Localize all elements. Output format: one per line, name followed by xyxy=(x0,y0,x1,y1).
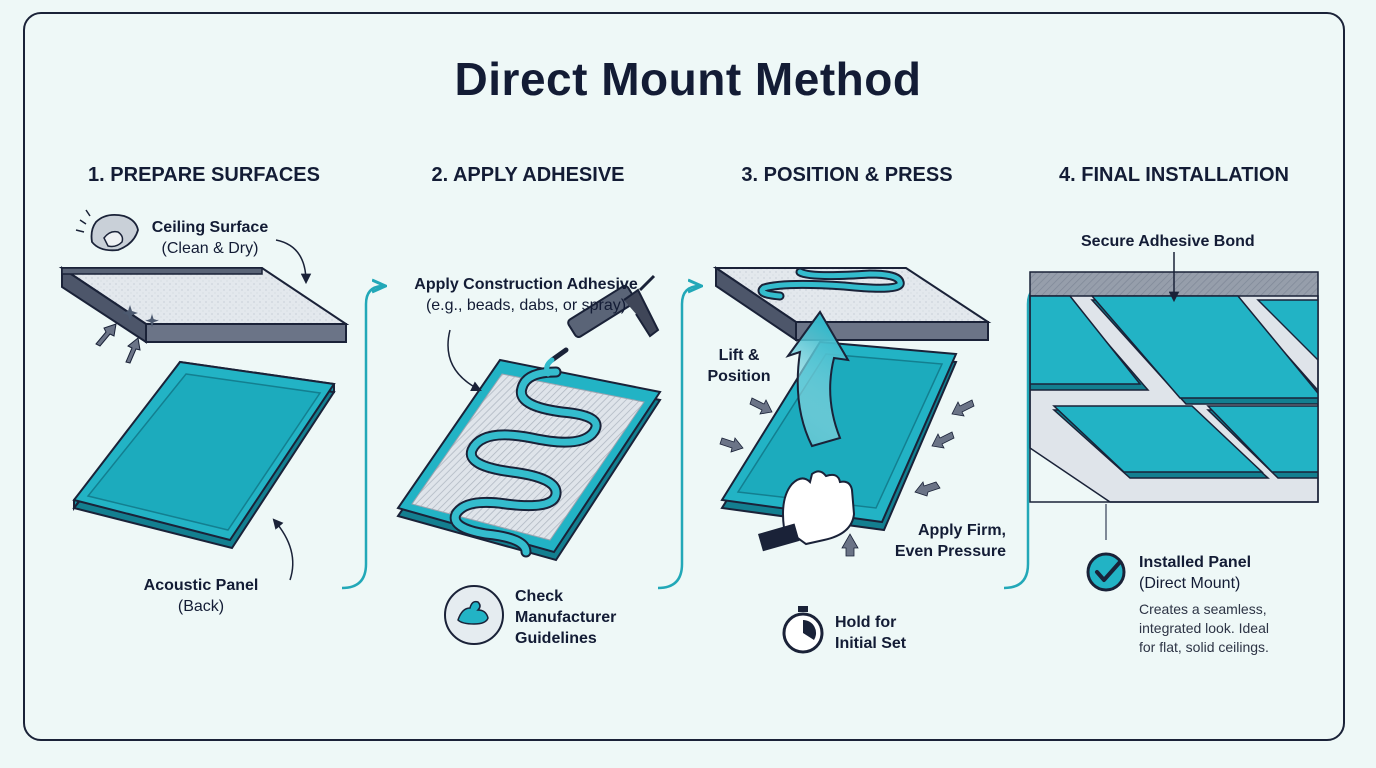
step1-title: 1. PREPARE SURFACES xyxy=(88,164,320,186)
step2-title: 2. APPLY ADHESIVE xyxy=(431,164,625,186)
step3-ceiling-slab xyxy=(712,266,992,342)
up-arrows-icon xyxy=(95,323,141,364)
adhesive-note-text: (e.g., beads, dabs, or spray) xyxy=(425,297,627,314)
apply-pressure-label: Apply Firm, Even Pressure xyxy=(866,520,1006,562)
panel-note-text: (Back) xyxy=(177,598,225,615)
ceiling-pointer-arrow xyxy=(275,239,312,285)
adhesive-drop-icon xyxy=(444,585,504,645)
hold-initial-set-label: Hold for Initial Set xyxy=(835,612,955,654)
desc-line-2: integrated look. Ideal xyxy=(1139,620,1269,636)
desc-line-1: Creates a seamless, xyxy=(1139,601,1267,617)
lift-line-1: Lift & xyxy=(718,347,760,364)
connector-1-2 xyxy=(341,286,384,590)
desc-line-3: for flat, solid ceilings. xyxy=(1139,639,1269,655)
step3-panel xyxy=(720,340,958,532)
lift-arrow-icon xyxy=(785,310,850,448)
installed-label-text: Installed Panel xyxy=(1139,554,1252,571)
connector-2-3 xyxy=(657,286,700,590)
step3-title: 3. POSITION & PRESS xyxy=(741,164,953,186)
check-line-2: Manufacturer xyxy=(515,609,617,626)
panel-label-text: Acoustic Panel xyxy=(143,577,259,594)
pressure-line-1: Apply Firm, xyxy=(917,522,1006,539)
caulk-gun-icon xyxy=(544,274,660,377)
bond-label-text: Secure Adhesive Bond xyxy=(1081,233,1255,250)
check-circle-icon xyxy=(1086,552,1126,592)
ceiling-surface-label: Ceiling Surface (Clean & Dry) xyxy=(140,217,280,259)
pressure-line-2: Even Pressure xyxy=(894,543,1006,560)
adhesive-pointer-arrow xyxy=(447,329,482,391)
check-line-3: Guidelines xyxy=(515,630,597,647)
lift-line-2: Position xyxy=(707,368,771,385)
adhesive-label: Apply Construction Adhesive (e.g., beads… xyxy=(396,274,656,316)
installed-note-text: (Direct Mount) xyxy=(1139,575,1241,592)
manufacturer-guidelines-label: Check Manufacturer Guidelines xyxy=(515,586,665,649)
step1-ceiling-slab xyxy=(58,266,350,344)
diagram-title: Direct Mount Method xyxy=(454,53,922,105)
secure-bond-label: Secure Adhesive Bond xyxy=(1081,231,1301,252)
sparkle-icon xyxy=(122,305,159,328)
lift-position-label: Lift & Position xyxy=(696,345,782,387)
cleaning-cloth-icon xyxy=(75,209,139,252)
step4-title: 4. FINAL INSTALLATION xyxy=(1059,164,1289,186)
installed-panel-label: Installed Panel (Direct Mount) xyxy=(1139,552,1319,594)
installed-description: Creates a seamless, integrated look. Ide… xyxy=(1139,600,1329,657)
panel-pointer-arrow xyxy=(272,518,294,581)
hand-icon xyxy=(758,470,856,552)
hold-line-1: Hold for xyxy=(835,614,897,631)
step2-panel-with-adhesive xyxy=(396,358,662,562)
ceiling-label-text: Ceiling Surface xyxy=(151,219,269,236)
installed-ceiling-view xyxy=(1029,271,1319,540)
check-line-1: Check xyxy=(515,588,564,605)
pressure-arrows-icon xyxy=(719,397,975,557)
stopwatch-icon xyxy=(782,606,824,654)
step1-acoustic-panel xyxy=(72,360,336,550)
hold-line-2: Initial Set xyxy=(835,635,907,652)
acoustic-panel-label: Acoustic Panel (Back) xyxy=(126,575,276,617)
ceiling-note-text: (Clean & Dry) xyxy=(161,240,259,257)
adhesive-label-text: Apply Construction Adhesive xyxy=(414,276,638,293)
